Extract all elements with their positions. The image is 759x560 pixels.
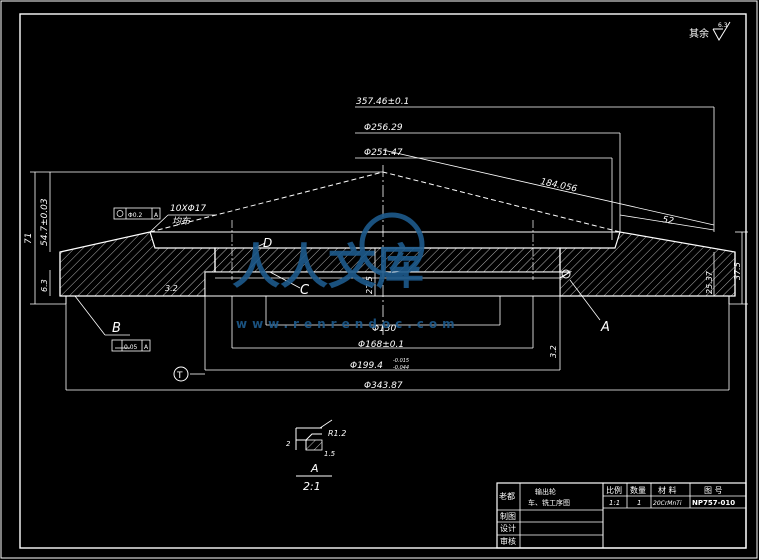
tb-check: 审核 <box>500 536 516 546</box>
tb-drawno: NP757-010 <box>692 499 735 507</box>
dim-251: Φ251.47 <box>364 148 403 158</box>
detail-dim-15: 1.5 <box>324 450 336 458</box>
roughness-symbol <box>712 21 731 41</box>
dim-25: 25.37 <box>705 270 714 294</box>
tb-scale-h: 比例 <box>606 485 622 495</box>
position-icon <box>116 210 124 217</box>
dim-168: Φ168±0.1 <box>358 340 404 350</box>
tb-material: 20CrMnTi <box>653 500 682 507</box>
inner-frame <box>19 13 747 549</box>
label-A: A <box>600 320 610 335</box>
detail-radius: R1.2 <box>328 429 346 438</box>
detail-A: R1.2 2 1.5 A 2:1 <box>286 419 346 493</box>
tb-scale: 1:1 <box>609 499 620 507</box>
detail-label: A <box>310 462 319 475</box>
label-C: C <box>300 283 310 298</box>
finish-value: 6.3 <box>718 22 728 29</box>
roughness-left: 3.2 <box>165 284 178 293</box>
dim-54: 54.7±0.03 <box>40 198 50 246</box>
roughness-right: 3.2 <box>549 345 558 358</box>
tb-draw: 制图 <box>500 511 516 521</box>
dim-27: 27.5 <box>365 276 374 294</box>
label-B: B <box>112 321 121 336</box>
dim-199-lower: -0.044 <box>393 365 409 371</box>
tb-design: 设计 <box>500 523 516 533</box>
datum-symbol-T: T <box>173 366 189 382</box>
holes-note: 10XΦ17 <box>170 204 206 214</box>
hatch-right <box>559 231 736 297</box>
dimension-lines <box>30 106 748 391</box>
svg-text:0.05: 0.05 <box>124 344 138 351</box>
dim-slant: 184.056 <box>539 177 578 195</box>
hatch-left <box>59 231 216 297</box>
detail-dim-2: 2 <box>286 440 291 448</box>
tb-qty-h: 数量 <box>630 485 646 495</box>
dim-6: 6.3 <box>40 279 49 292</box>
svg-text:A: A <box>154 212 159 219</box>
flatness-tolerance-frame: 0.05 A <box>111 339 151 352</box>
dim-130: Φ130 <box>372 324 397 334</box>
svg-text:Φ0.2: Φ0.2 <box>128 212 142 219</box>
annotations: 10XΦ17 均布 Φ0.2 A 0.05 A T B D C A <box>111 204 610 382</box>
tb-qty: 1 <box>637 499 641 507</box>
dim-52: 52 <box>661 215 674 227</box>
tb-drawno-h: 图 号 <box>704 486 723 495</box>
dim-37: 37.5 <box>733 262 742 280</box>
dim-199: Φ199.4 <box>350 361 383 371</box>
position-tolerance-frame: Φ0.2 A <box>113 207 161 220</box>
watermark-logo-icon <box>359 212 425 278</box>
dim-71: 71 <box>24 233 34 244</box>
surface-finish-note: 其余 6.3 <box>689 21 731 41</box>
finish-label: 其余 <box>689 27 709 40</box>
watermark-url: www.renrendoc.com <box>236 317 460 331</box>
label-D: D <box>263 236 272 250</box>
svg-text:A: A <box>144 344 149 351</box>
title-block: 老都 输出轮 车、铣工序图 制图 设计 审核 比例 数量 材 料 图 号 1:1… <box>496 482 747 549</box>
watermark-text: 人人文库 <box>232 239 424 295</box>
tb-material-h: 材 料 <box>658 485 677 495</box>
detail-scale: 2:1 <box>303 480 321 493</box>
tb-designer: 老都 <box>499 491 515 501</box>
svg-text:T: T <box>176 371 183 381</box>
web-hatch <box>214 247 561 273</box>
dim-343: Φ343.87 <box>364 381 403 391</box>
watermark: 人人文库 www.renrendoc.com <box>232 212 460 331</box>
tb-name-2: 车、铣工序图 <box>528 498 570 507</box>
dim-199-upper: -0.015 <box>393 358 409 364</box>
dim-256: Φ256.29 <box>364 123 403 133</box>
section-view <box>59 165 736 335</box>
tb-name-1: 输出轮 <box>535 487 556 496</box>
holes-note-2: 均布 <box>172 216 192 227</box>
dim-top-width: 357.46±0.1 <box>356 97 409 107</box>
